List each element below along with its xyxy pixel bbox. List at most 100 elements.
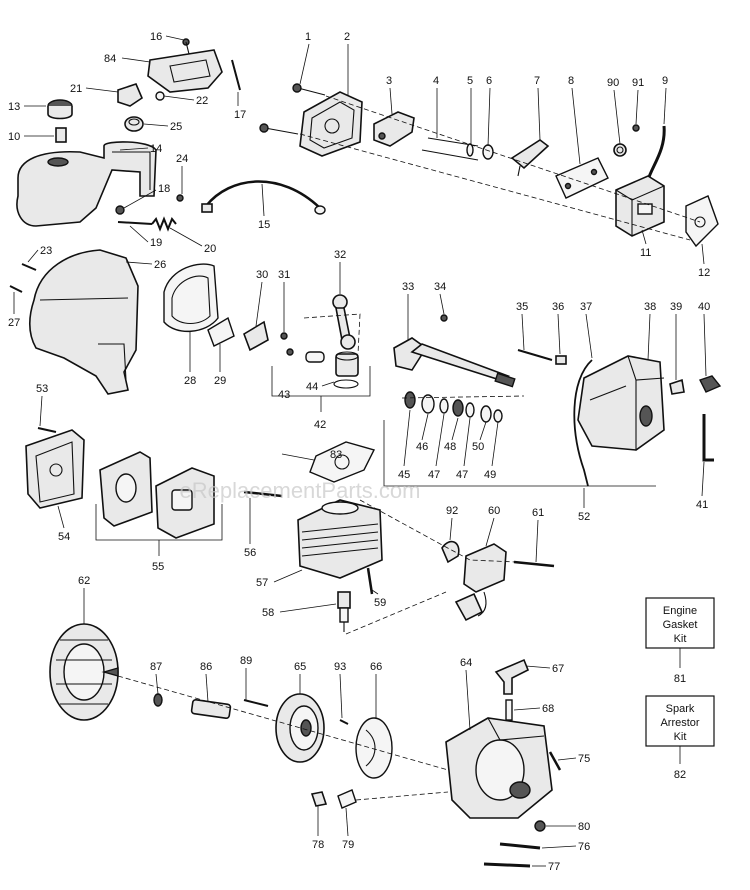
part-62-flywheel[interactable]	[49, 623, 119, 721]
spark-arrestor-kit-box[interactable]: Spark Arrestor Kit 82	[645, 695, 715, 781]
part-34-key[interactable]	[440, 314, 448, 322]
part-31-bearing[interactable]	[280, 332, 288, 340]
part-28-gasket[interactable]	[163, 263, 219, 333]
part-93-screw[interactable]	[339, 719, 349, 725]
callout-45: 45	[398, 469, 410, 481]
part-76-screw[interactable]	[499, 842, 541, 850]
part-45-bearing[interactable]	[404, 391, 416, 409]
part-22-ring[interactable]	[155, 91, 165, 101]
part-18-grommet[interactable]	[115, 205, 125, 215]
kit-engine-line3: Kit	[674, 633, 687, 645]
part-2-filter-base[interactable]	[299, 91, 363, 157]
callout-labels: 1 2 3 4 5 6 7 8 9 90 91 11 12 16 84 17 2…	[8, 31, 710, 873]
callout-20: 20	[204, 243, 216, 255]
part-92-bracket[interactable]	[441, 540, 460, 564]
callout-29: 29	[214, 375, 226, 387]
part-91-screw[interactable]	[632, 124, 640, 132]
callout-86: 86	[200, 661, 212, 673]
part-7-lever[interactable]	[510, 139, 550, 177]
callout-61: 61	[532, 507, 544, 519]
part-60-ignition-coil[interactable]	[454, 543, 507, 622]
callout-18: 18	[158, 183, 170, 195]
part-84-bracket[interactable]	[147, 49, 223, 93]
part-47a-washer[interactable]	[439, 398, 449, 414]
part-30-reed[interactable]	[243, 320, 269, 352]
part-32-connecting-rod[interactable]	[332, 294, 356, 350]
part-38-crankcase[interactable]	[577, 355, 665, 451]
part-19-pin[interactable]	[117, 221, 153, 225]
part-64-starter-housing[interactable]	[445, 717, 553, 819]
part-77-screw[interactable]	[483, 862, 531, 868]
part-75-screw[interactable]	[548, 751, 562, 771]
part-65-pulley[interactable]	[275, 693, 325, 763]
part-43-clip[interactable]	[286, 348, 294, 356]
part-56-bolt[interactable]	[243, 490, 283, 498]
part-21-switch[interactable]	[117, 83, 143, 107]
part-39-fitting[interactable]	[669, 378, 685, 395]
fuel-tank-assembly	[16, 38, 326, 232]
part-27-screw[interactable]	[9, 285, 23, 293]
part-12-gasket[interactable]	[685, 195, 719, 248]
part-58-spark-plug[interactable]	[337, 591, 351, 632]
part-3-bracket[interactable]	[373, 111, 415, 147]
part-24-screw[interactable]	[176, 194, 184, 202]
part-1-screws[interactable]	[259, 83, 326, 135]
callout-40: 40	[698, 301, 710, 313]
callout-34: 34	[434, 281, 446, 293]
part-83-gasket[interactable]	[309, 441, 376, 483]
part-25-knob[interactable]	[124, 116, 144, 132]
part-40-cap[interactable]	[699, 375, 722, 393]
part-90-nut[interactable]	[613, 143, 627, 157]
kit-spark-line1: Spark	[666, 703, 695, 715]
callout-10: 10	[8, 131, 20, 143]
part-89-screw[interactable]	[243, 699, 269, 707]
part-57-cylinder[interactable]	[297, 499, 383, 579]
part-41-hex-key[interactable]	[702, 414, 714, 462]
part-61-screw[interactable]	[513, 560, 555, 568]
part-17-pin[interactable]	[231, 59, 241, 91]
part-6-washer[interactable]	[482, 144, 494, 160]
part-87-washer[interactable]	[153, 693, 163, 707]
part-79-pawl[interactable]	[337, 789, 357, 809]
part-37-wire[interactable]	[573, 359, 593, 487]
part-11-carburetor[interactable]	[615, 175, 665, 237]
callout-44: 44	[306, 381, 318, 393]
callout-89: 89	[240, 655, 252, 667]
part-23-screw[interactable]	[21, 263, 37, 271]
part-15-cable[interactable]	[205, 180, 321, 209]
part-36-nut[interactable]	[555, 355, 567, 365]
part-35-screw[interactable]	[517, 349, 553, 361]
part-59-bolt[interactable]	[366, 567, 374, 595]
callout-27: 27	[8, 317, 20, 329]
part-78-clip[interactable]	[310, 791, 328, 807]
part-10-filter[interactable]	[55, 127, 67, 143]
callout-3: 3	[386, 75, 392, 87]
part-47b-washer[interactable]	[465, 402, 475, 418]
part-33-crankshaft[interactable]	[393, 337, 516, 388]
part-49-ring[interactable]	[493, 409, 503, 423]
part-26-housing[interactable]	[28, 249, 139, 395]
part-50-seal[interactable]	[480, 405, 492, 423]
callout-47b: 47	[456, 469, 468, 481]
part-48-bearing[interactable]	[452, 399, 464, 417]
part-9-fuel-line[interactable]	[646, 125, 666, 181]
engine-gasket-kit-box[interactable]: Engine Gasket Kit 81	[645, 597, 715, 685]
part-68-rope[interactable]	[505, 699, 513, 721]
callout-64: 64	[460, 657, 472, 669]
callout-22: 22	[196, 95, 208, 107]
part-53-screw[interactable]	[37, 427, 57, 433]
part-55-muffler[interactable]	[99, 451, 215, 539]
part-54-muffler-plate[interactable]	[25, 429, 85, 509]
part-44-piston[interactable]	[335, 351, 359, 377]
part-14-fuel-tank[interactable]	[16, 141, 157, 227]
part-66-spring-plate[interactable]	[355, 717, 393, 779]
part-80-nut[interactable]	[534, 820, 546, 832]
part-86-shaft[interactable]	[190, 699, 232, 719]
part-8-plate[interactable]	[555, 157, 609, 199]
part-20-spring[interactable]	[151, 216, 177, 232]
part-5-washer[interactable]	[466, 143, 474, 157]
part-46-seal[interactable]	[421, 394, 435, 414]
part-29-plate[interactable]	[207, 316, 235, 347]
part-67-starter-handle[interactable]	[494, 658, 530, 695]
part-13-fuel-cap[interactable]	[47, 99, 73, 120]
